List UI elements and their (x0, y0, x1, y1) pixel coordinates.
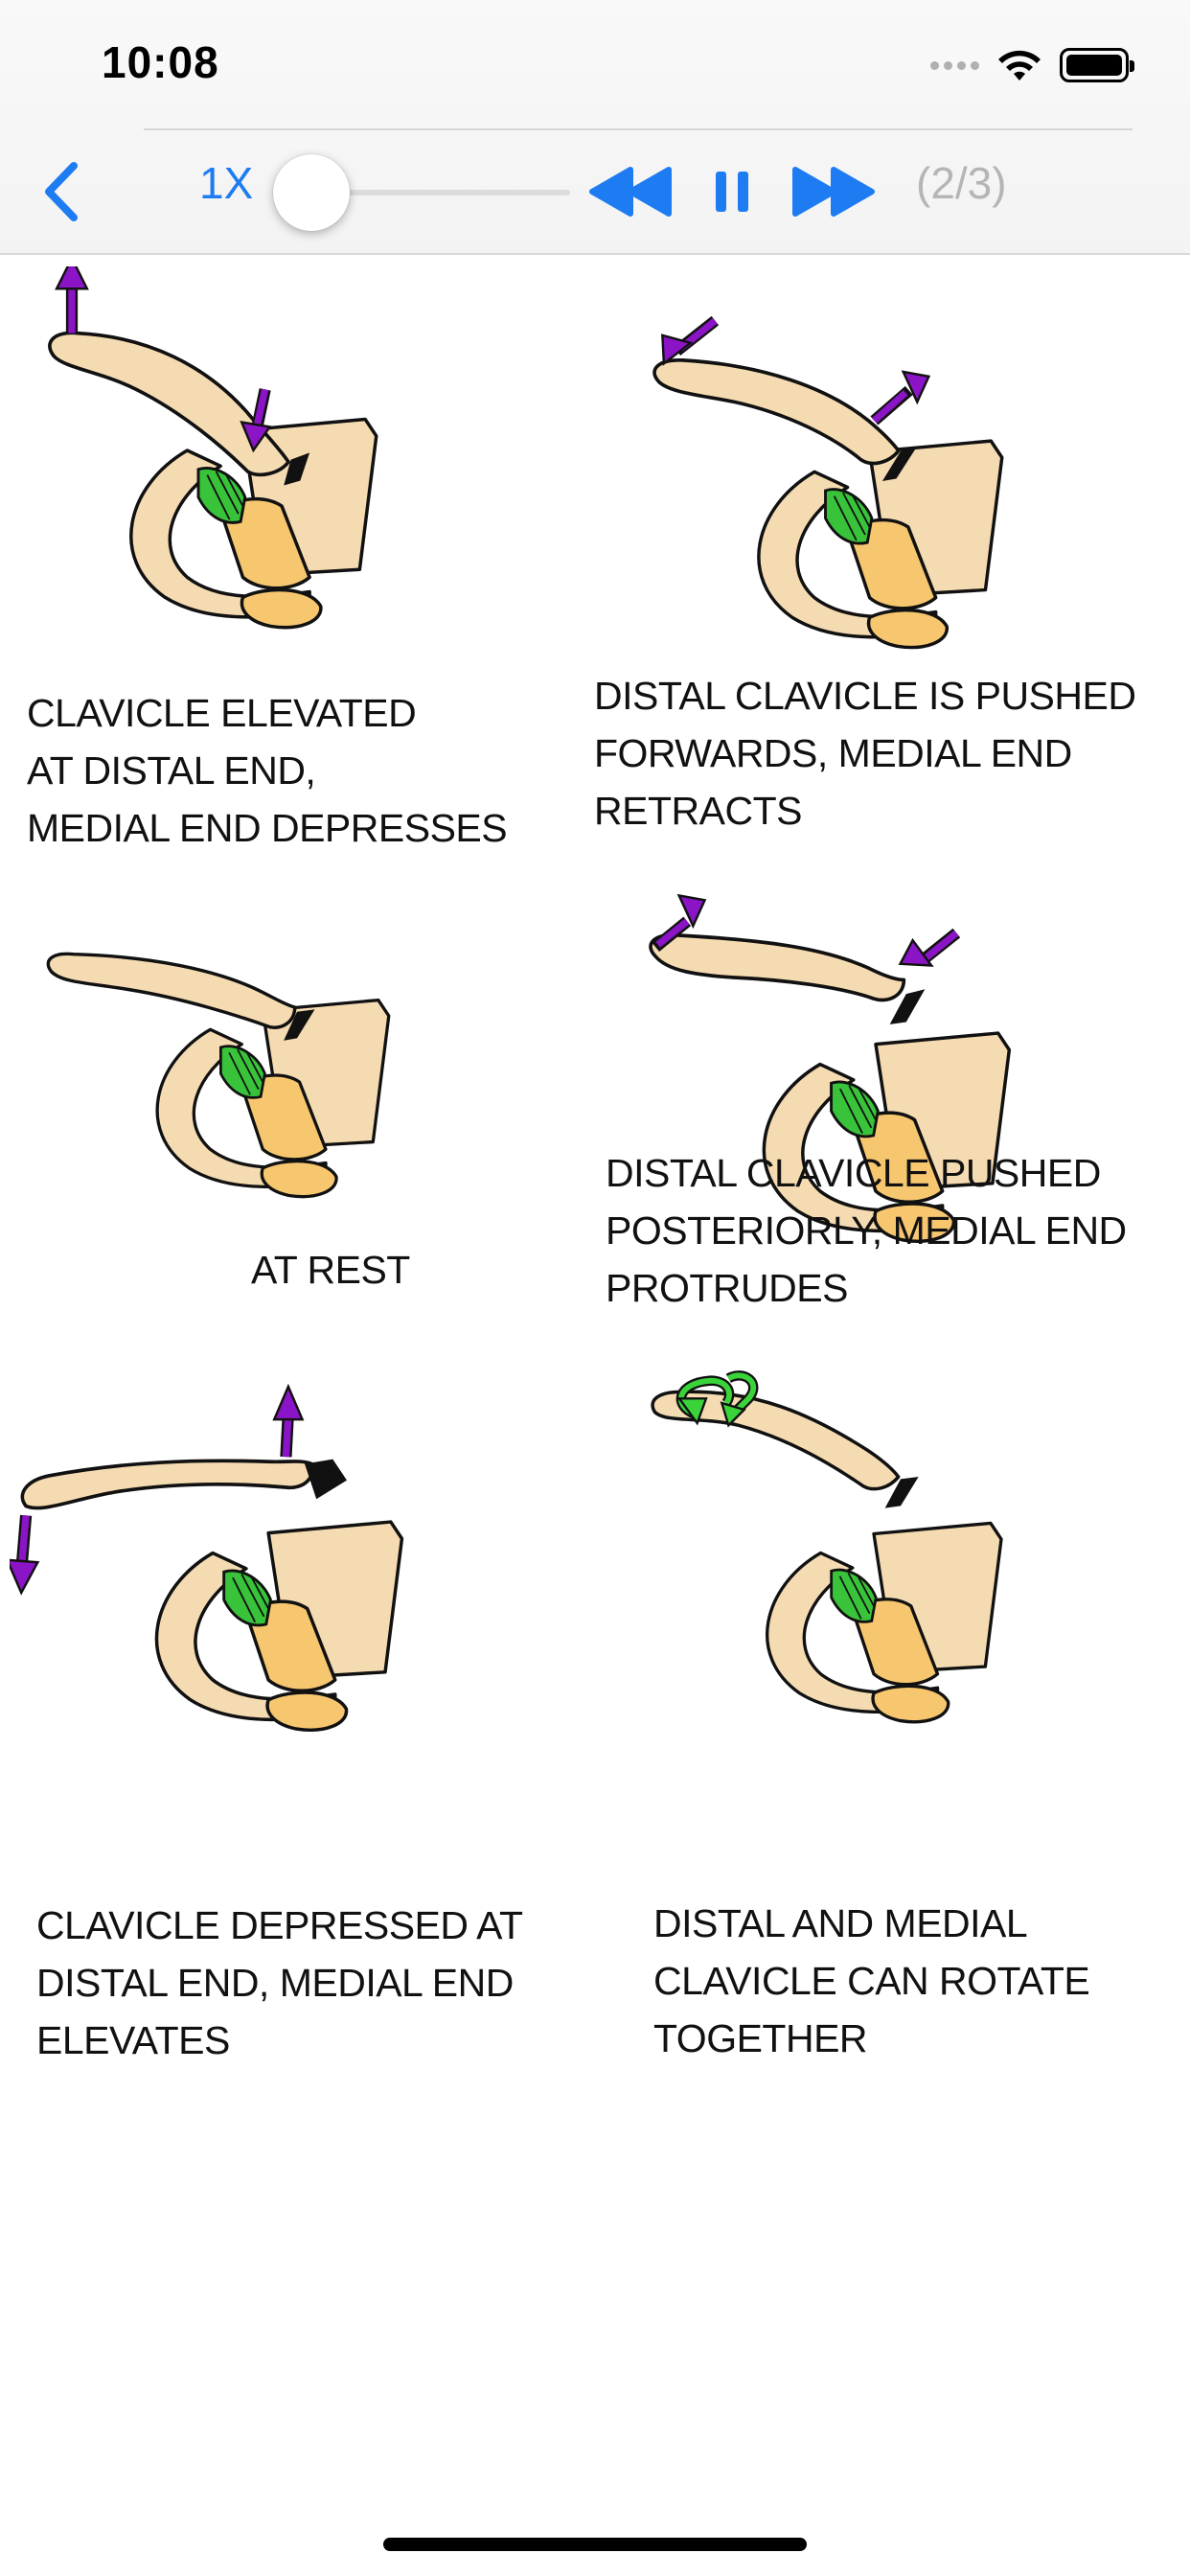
panel-distal-depressed: CLAVICLE DEPRESSED AT DISTAL END, MEDIAL… (0, 1349, 594, 2062)
caption-line: DISTAL END, MEDIAL END (36, 1961, 514, 2005)
slider-thumb[interactable] (273, 154, 350, 231)
caption-line: POSTERIORLY, MEDIAL END (606, 1208, 1127, 1253)
caption-line: CLAVICLE DEPRESSED AT (36, 1903, 523, 1947)
panel-distal-forward: DISTAL CLAVICLE IS PUSHED FORWARDS, MEDI… (594, 257, 1190, 851)
clavicle-depressed-illustration (10, 1383, 404, 1732)
pause-button[interactable] (709, 157, 755, 226)
clavicle-elevated-illustration (48, 266, 378, 630)
status-divider (144, 128, 1133, 130)
back-button[interactable] (27, 153, 94, 230)
status-icons (930, 44, 1134, 86)
caption-line: AT REST (251, 1248, 410, 1292)
panel-caption: AT REST (251, 1241, 410, 1299)
status-bar: 10:08 (0, 0, 1190, 130)
caption-line: PROTRUDES (606, 1266, 848, 1310)
panel-caption: DISTAL CLAVICLE IS PUSHED FORWARDS, MEDI… (594, 667, 1136, 840)
panel-caption: CLAVICLE ELEVATED AT DISTAL END, MEDIAL … (27, 684, 508, 857)
caption-line: CLAVICLE ELEVATED (27, 691, 417, 735)
fast-forward-button[interactable] (791, 157, 876, 226)
panel-caption: DISTAL CLAVICLE PUSHED POSTERIORLY, MEDI… (606, 1144, 1127, 1317)
status-time: 10:08 (102, 37, 219, 87)
caption-line: CLAVICLE CAN ROTATE (653, 1959, 1090, 2003)
caption-line: DISTAL CLAVICLE IS PUSHED (594, 674, 1136, 718)
rewind-button[interactable] (588, 157, 673, 226)
caption-line: DISTAL CLAVICLE PUSHED (606, 1151, 1101, 1195)
clavicle-forward-illustration (652, 315, 1004, 650)
rewind-icon (589, 167, 672, 217)
clavicle-rest-illustration (46, 952, 391, 1199)
wifi-icon (998, 50, 1041, 80)
caption-line: ELEVATES (36, 2018, 230, 2062)
battery-icon (1060, 48, 1134, 82)
player-bar: 1X (2/3) (0, 134, 1190, 249)
panel-at-rest: AT REST (0, 928, 594, 1484)
panel-rotation: DISTAL AND MEDIAL CLAVICLE CAN ROTATE TO… (594, 1349, 1190, 2060)
panel-distal-elevated: CLAVICLE ELEVATED AT DISTAL END, MEDIAL … (0, 257, 594, 851)
chevron-left-icon (45, 162, 78, 221)
slider-track (292, 190, 570, 196)
page-indicator: (2/3) (916, 158, 1007, 208)
caption-line: TOGETHER (653, 2016, 868, 2060)
caption-line: AT DISTAL END, (27, 748, 316, 793)
slide-content: CLAVICLE ELEVATED AT DISTAL END, MEDIAL … (0, 257, 1190, 2461)
caption-line: DISTAL AND MEDIAL (653, 1901, 1028, 1945)
fast-forward-icon (792, 167, 875, 217)
clavicle-rotation-illustration (651, 1370, 1003, 1724)
top-bar: 10:08 1X (0, 0, 1190, 255)
panel-distal-posterior: DISTAL CLAVICLE PUSHED POSTERIORLY, MEDI… (594, 851, 1190, 1445)
caption-line: RETRACTS (594, 789, 802, 833)
playback-speed-button[interactable]: 1X (199, 158, 254, 208)
pause-icon (716, 172, 748, 212)
panel-caption: DISTAL AND MEDIAL CLAVICLE CAN ROTATE TO… (653, 1895, 1090, 2067)
caption-line: FORWARDS, MEDIAL END (594, 731, 1072, 775)
home-indicator[interactable] (383, 2538, 807, 2551)
cellular-signal-icon (930, 60, 979, 70)
panel-caption: CLAVICLE DEPRESSED AT DISTAL END, MEDIAL… (36, 1897, 523, 2069)
clavicle-posterior-illustration (649, 893, 1012, 1243)
progress-slider[interactable] (273, 153, 570, 231)
caption-line: MEDIAL END DEPRESSES (27, 806, 508, 850)
